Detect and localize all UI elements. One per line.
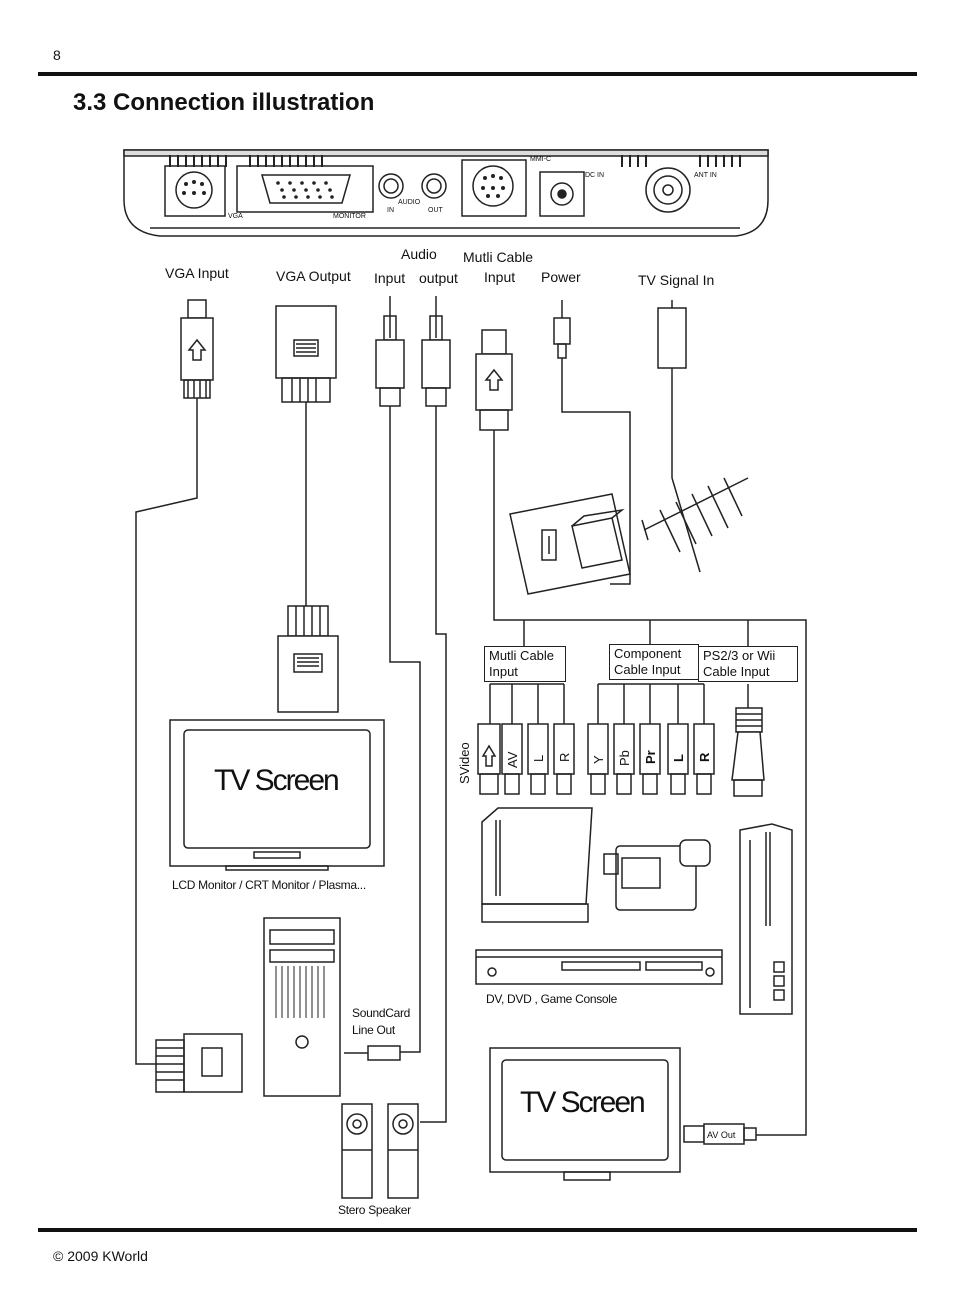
lcd-monitor <box>169 719 385 871</box>
ps2-box-line2: Cable Input <box>703 664 770 679</box>
multi-cable-plug <box>475 329 513 431</box>
soundcard-label-line1: SoundCard <box>352 1006 411 1020</box>
l-label: L <box>531 754 546 762</box>
y-label: Y <box>591 755 606 764</box>
component-box-line2: Cable Input <box>614 662 681 677</box>
cables <box>135 358 807 1136</box>
av-out-label: AV Out <box>707 1130 736 1140</box>
vga-output-label: VGA Output <box>276 268 351 284</box>
port-label-dc-in: DC IN <box>585 172 605 179</box>
audio-input-plug <box>375 296 405 407</box>
tv-signal-in-label: TV Signal In <box>638 272 715 288</box>
monitor-caption: LCD Monitor / CRT Monitor / Plasma... <box>172 878 366 892</box>
multi-cable-box-line1: Mutli Cable <box>489 648 555 663</box>
ps2-box-line1: PS2/3 or Wii <box>703 648 776 663</box>
audio-output-plug <box>421 296 451 407</box>
audio-input-label: Input <box>374 270 406 286</box>
multi-cable-label: Mutli Cable <box>463 249 534 265</box>
svideo-label: SVideo <box>457 742 472 784</box>
footer-rule <box>38 1228 917 1232</box>
antenna <box>641 477 749 573</box>
r-label: R <box>557 752 572 762</box>
page-number: 8 <box>53 47 61 63</box>
pb-label: Pb <box>617 750 632 766</box>
power-plug <box>553 300 571 359</box>
ps-console <box>739 823 793 1015</box>
l2-label: L <box>671 754 686 762</box>
av-plugs <box>477 707 765 797</box>
dvd-player <box>475 949 723 985</box>
tv-signal-plug <box>657 300 687 376</box>
speaker-caption: Stero Speaker <box>338 1203 411 1217</box>
vga-input-plug <box>180 299 214 399</box>
pc-tower <box>155 917 401 1097</box>
soundcard-label-line2: Line Out <box>352 1023 395 1037</box>
port-label-out: OUT <box>428 207 443 214</box>
av-label: AV <box>505 751 520 768</box>
camcorder <box>603 839 711 911</box>
wii-console <box>481 807 593 923</box>
wall-outlet <box>509 493 631 595</box>
tv-screen-2-label: TV Screen <box>520 1086 646 1119</box>
audio-label: Audio <box>401 246 437 262</box>
footer-copyright: © 2009 KWorld <box>53 1248 148 1264</box>
port-label-mmi-c: MMI-C <box>530 156 551 163</box>
speakers <box>341 1103 419 1199</box>
header-rule <box>38 72 917 76</box>
ps2-wii-cable-box: PS2/3 or Wii Cable Input <box>698 646 798 682</box>
vga-input-label: VGA Input <box>165 265 229 281</box>
component-box-line1: Component <box>614 646 682 661</box>
consoles-caption: DV, DVD , Game Console <box>486 992 618 1006</box>
audio-output-label: output <box>419 270 458 286</box>
multi-cable-box: Mutli Cable Input <box>484 646 566 682</box>
component-cable-box: Component Cable Input <box>609 644 699 680</box>
pr-label: Pr <box>643 750 658 764</box>
monitor-vga-plug <box>277 605 339 713</box>
port-label-in: IN <box>387 207 394 214</box>
port-label-vga: VGA <box>228 213 243 220</box>
port-label-audio: AUDIO <box>398 199 421 206</box>
device-back-panel <box>123 149 769 237</box>
vga-output-plug <box>275 305 337 403</box>
r2-label: R <box>697 752 712 762</box>
multi-cable-input-label: Input <box>484 269 516 285</box>
port-label-monitor: MONITOR <box>333 213 366 220</box>
power-label: Power <box>541 269 581 285</box>
page-title: 3.3 Connection illustration <box>73 89 375 116</box>
tv-screen-1-label: TV Screen <box>214 764 340 797</box>
multi-cable-box-line2: Input <box>489 664 518 679</box>
port-label-ant-in: ANT IN <box>694 172 717 179</box>
tv-2 <box>489 1047 757 1181</box>
